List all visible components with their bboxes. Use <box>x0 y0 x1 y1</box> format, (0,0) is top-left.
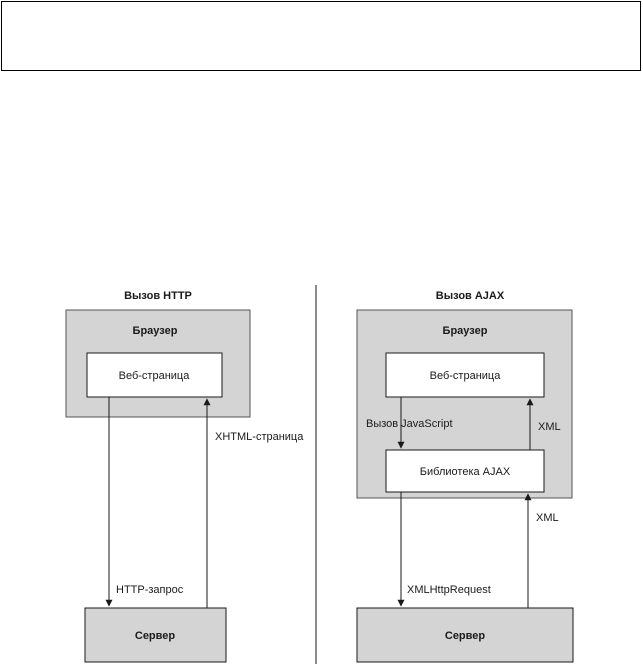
ajax-web-page-label: Веб-страница <box>430 370 502 382</box>
http-browser-label: Браузер <box>133 325 178 337</box>
http-panel-title: Вызов HTTP <box>124 290 192 302</box>
http-web-page-box <box>86 352 223 398</box>
http-response-label: XHTML-страница <box>215 431 304 443</box>
ajax-library-box <box>385 449 545 493</box>
ajax-server-label: Сервер <box>445 630 486 642</box>
ajax-panel-title: Вызов AJAX <box>436 290 505 302</box>
ajax-xml-outer-label: XML <box>536 512 559 524</box>
ajax-js-call-label: Вызов JavaScript <box>366 418 453 430</box>
ajax-library-label: Библиотека AJAX <box>420 466 511 478</box>
http-server-box <box>84 607 227 663</box>
ajax-server-box <box>356 607 574 663</box>
ajax-web-page-box <box>385 352 545 398</box>
http-request-label: HTTP-запрос <box>116 584 184 596</box>
ajax-browser-label: Браузер <box>443 325 488 337</box>
http-server-label: Сервер <box>135 630 176 642</box>
http-web-page-label: Веб-страница <box>119 370 191 382</box>
ajax-xml-inner-label: XML <box>538 421 561 433</box>
ajax-request-label: XMLHttpRequest <box>407 584 491 596</box>
header-frame <box>1 1 641 71</box>
